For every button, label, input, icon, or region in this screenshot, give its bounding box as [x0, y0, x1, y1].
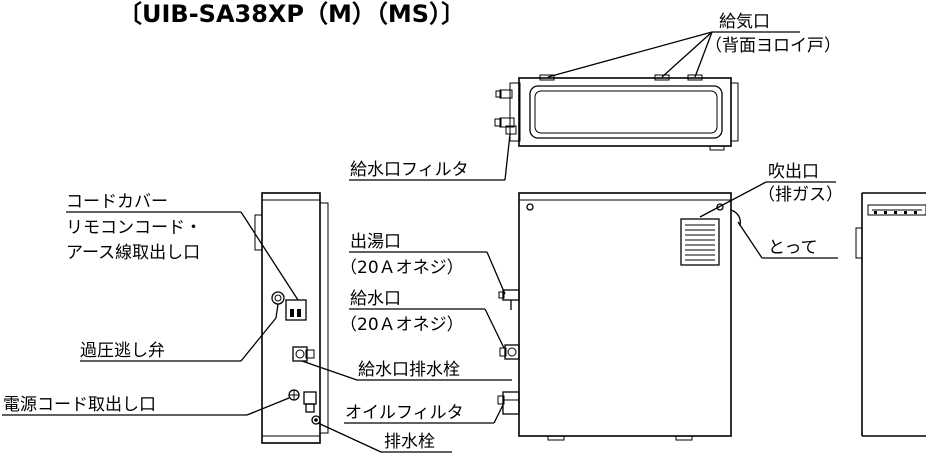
label-power: 電源コード取出し口 [3, 395, 156, 415]
label-deyu: 出湯口 [350, 232, 401, 252]
label-kyuki-sub: （背面ヨロイ戸） [705, 36, 841, 56]
label-deyu-sub: （20Ａオネジ） [340, 258, 464, 278]
top-view [494, 74, 739, 151]
label-remocon-2: アース線取出し口 [66, 243, 200, 263]
label-kyusui: 給水口 [350, 289, 401, 309]
leader-lines [2, 31, 838, 453]
left-side-view [254, 192, 329, 444]
right-side-view [855, 192, 926, 437]
labels: 給気口 （背面ヨロイ戸） 給水口フィルタ 吹出口 （排ガス） とって コードカバ… [3, 12, 843, 452]
label-oil-filter: オイルフィルタ [345, 403, 464, 423]
label-cord-cover: コードカバー [66, 192, 168, 212]
label-filter-water: 給水口フィルタ [350, 160, 469, 180]
label-relief: 過圧逃し弁 [80, 341, 165, 361]
front-view [497, 192, 741, 441]
label-totte: とって [768, 238, 818, 258]
label-remocon-1: リモコンコード・ [66, 218, 202, 238]
label-fukidashi-sub: （排ガス） [758, 185, 843, 205]
label-kyuki: 給気口 [719, 12, 770, 32]
label-drain: 排水栓 [384, 432, 435, 452]
exhaust-grille-slats [685, 224, 715, 261]
label-drain-cock: 給水口排水栓 [358, 360, 460, 380]
label-kyusui-sub: （20Ａオネジ） [340, 315, 464, 335]
label-fukidashi: 吹出口 [768, 162, 819, 182]
diagram-title: 〔UIB-SA38XP（M）（MS）〕 [118, 0, 465, 28]
